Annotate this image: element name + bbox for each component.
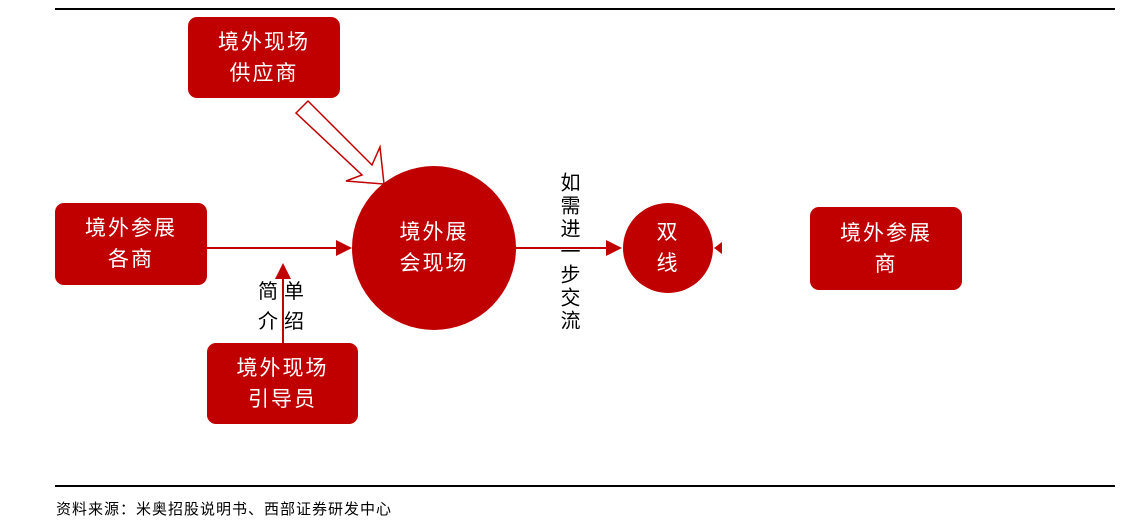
node-guide: 境外现场 引导员 [207,343,358,424]
node-exhibitor-left: 境外参展 各商 [55,203,207,285]
arrow-right-to-dual [714,242,722,254]
label-intro: 简单 介绍 [258,279,310,333]
top-rule [55,8,1115,10]
source-note: 资料来源：米奥招股说明书、西部证券研发中心 [56,500,393,518]
hollow-arrow-supplier [294,99,385,185]
label-further: 如需进一步交流 [557,172,581,333]
bottom-rule [55,485,1115,487]
node-exhibitor-right: 境外参展 商 [810,207,962,290]
node-dual-line: 双 线 [623,203,713,293]
node-supplier: 境外现场 供应商 [188,17,340,98]
node-venue: 境外展 会现场 [352,166,516,330]
